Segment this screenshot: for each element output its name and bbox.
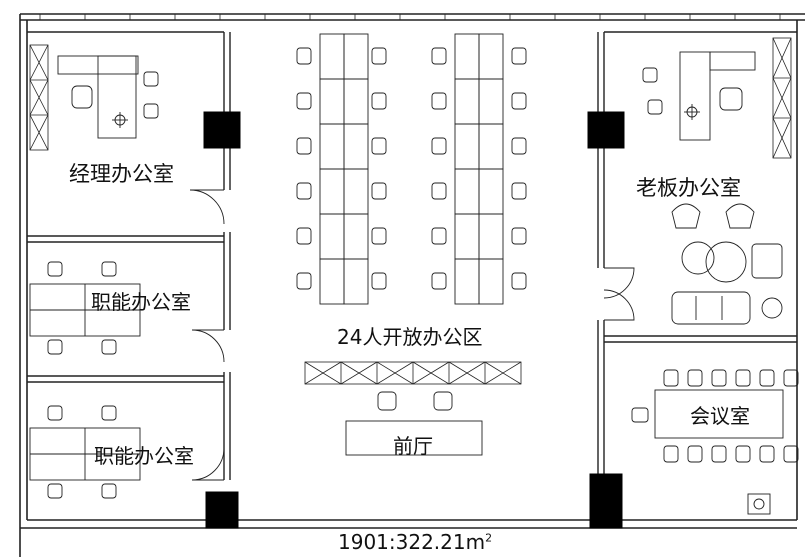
chair [431, 227, 447, 245]
room-label-open-office: 24人开放办公区 [337, 325, 483, 349]
workstation-desk [478, 213, 504, 260]
chair [511, 47, 527, 65]
chair [296, 92, 312, 110]
plan-area-caption: 1901:322.21m2 [338, 530, 492, 554]
chair [511, 137, 527, 155]
outer-walls [19, 13, 805, 557]
workstation-desk [343, 168, 369, 215]
room-label-boss-office: 老板办公室 [636, 176, 741, 200]
chair [711, 445, 727, 463]
chair [687, 445, 703, 463]
chair [663, 445, 679, 463]
chair [511, 92, 527, 110]
workstation-desk [343, 213, 369, 260]
workstation-desk [343, 33, 369, 80]
chair [433, 391, 453, 411]
workstation-desk [319, 123, 345, 170]
storage-cabinets [29, 37, 792, 385]
chair [431, 272, 447, 290]
room-label-manager-office: 经理办公室 [69, 162, 174, 186]
chair [377, 391, 397, 411]
area-unit-superscript: 2 [485, 531, 493, 545]
chair [371, 182, 387, 200]
top-windows [39, 14, 781, 20]
workstation-desk [454, 213, 480, 260]
chair [759, 445, 775, 463]
chair [296, 47, 312, 65]
chair [431, 137, 447, 155]
chair [101, 261, 117, 277]
workstation-desk [478, 258, 504, 305]
chair [371, 47, 387, 65]
room-label-front-hall: 前厅 [393, 434, 433, 458]
chair [511, 227, 527, 245]
chair [663, 369, 679, 387]
chair [631, 407, 649, 423]
chair [47, 261, 63, 277]
chair [47, 483, 63, 499]
workstation-desk [343, 78, 369, 125]
workstation-desk [478, 168, 504, 215]
manager-desk [57, 55, 159, 139]
chair [371, 272, 387, 290]
reception-desk [345, 420, 483, 456]
room-label-meeting-room: 会议室 [690, 404, 750, 428]
chair [759, 369, 775, 387]
chair [47, 405, 63, 421]
workstation-desk [454, 78, 480, 125]
room-label-function-office-1: 职能办公室 [91, 290, 191, 314]
meeting-table [654, 389, 784, 515]
chair [783, 369, 799, 387]
workstation-desk [343, 123, 369, 170]
chair [296, 272, 312, 290]
workstation-desk [319, 213, 345, 260]
chair [101, 405, 117, 421]
chair [687, 369, 703, 387]
chair [431, 47, 447, 65]
workstation-desk [478, 123, 504, 170]
chair [101, 483, 117, 499]
workstation-desk [454, 168, 480, 215]
chair [371, 137, 387, 155]
room-label-function-office-2: 职能办公室 [94, 444, 194, 468]
workstation-desk [319, 33, 345, 80]
door-swings [189, 189, 635, 481]
chair [101, 339, 117, 355]
structural-columns [203, 111, 625, 529]
chair [511, 182, 527, 200]
chair [431, 92, 447, 110]
chair [371, 92, 387, 110]
chair [296, 227, 312, 245]
workstation-desk [454, 33, 480, 80]
chairs [47, 47, 799, 499]
workstation-desk [319, 168, 345, 215]
chair [783, 445, 799, 463]
open-office-workstations [319, 33, 504, 305]
workstation-desk [319, 78, 345, 125]
workstation-desk [478, 78, 504, 125]
boss-desk [642, 51, 783, 325]
plan-area-value: 1901:322.21m [338, 530, 486, 554]
chair [735, 445, 751, 463]
chair [371, 227, 387, 245]
chair [735, 369, 751, 387]
workstation-desk [478, 33, 504, 80]
workstation-desk [454, 258, 480, 305]
chair [511, 272, 527, 290]
workstation-desk [454, 123, 480, 170]
chair [47, 339, 63, 355]
chair [711, 369, 727, 387]
chair [296, 137, 312, 155]
chair [431, 182, 447, 200]
chair [296, 182, 312, 200]
workstation-desk [343, 258, 369, 305]
function-desks [29, 283, 141, 481]
workstation-desk [319, 258, 345, 305]
